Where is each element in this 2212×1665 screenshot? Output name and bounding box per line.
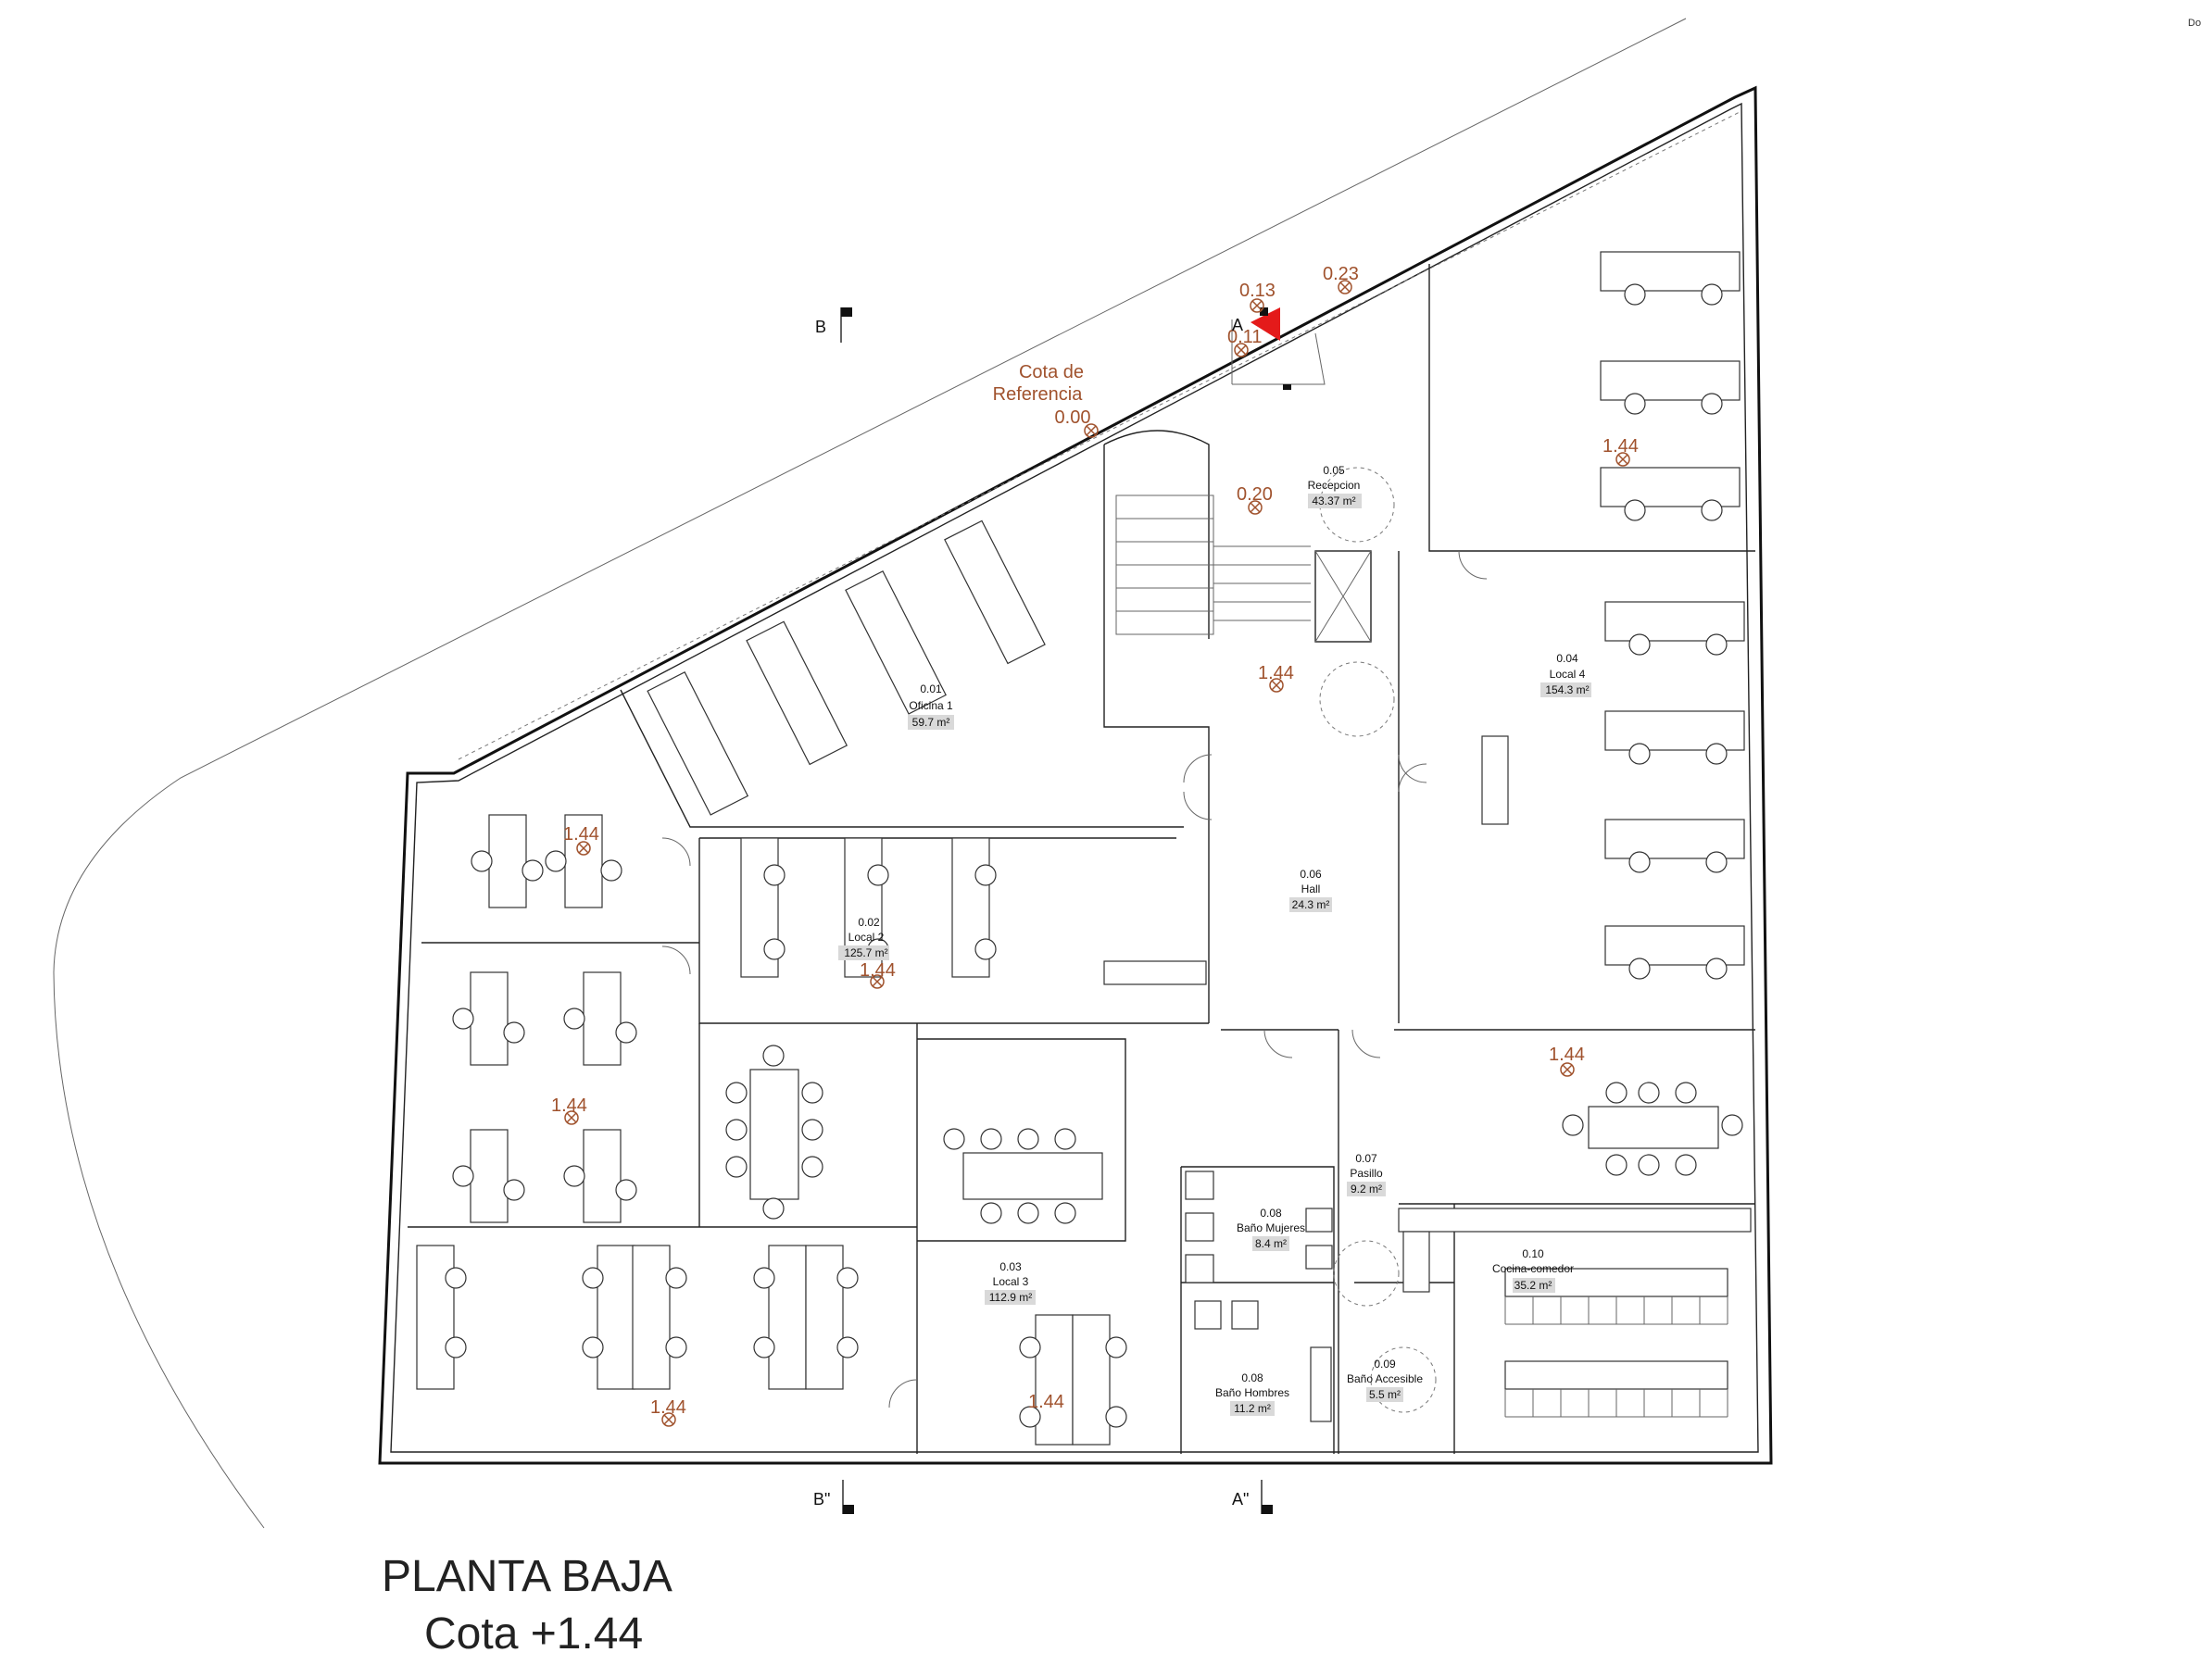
svg-text:43.37 m²: 43.37 m² bbox=[1312, 494, 1355, 507]
doors bbox=[661, 550, 1488, 1408]
svg-text:Cota +1.44: Cota +1.44 bbox=[424, 1609, 643, 1659]
level-marker: 1.44 bbox=[1028, 1392, 1064, 1412]
exterior-walls bbox=[378, 85, 1773, 1465]
room-label-local-4: 0.04 Local 4 154.3 m² bbox=[1540, 652, 1591, 697]
svg-text:B": B" bbox=[813, 1490, 830, 1509]
svg-text:0.05: 0.05 bbox=[1323, 464, 1345, 477]
bathroom-fixtures bbox=[1185, 1171, 1437, 1422]
svg-text:1.44: 1.44 bbox=[1258, 663, 1294, 683]
svg-text:1.44: 1.44 bbox=[551, 1095, 587, 1116]
svg-text:35.2 m²: 35.2 m² bbox=[1514, 1279, 1552, 1292]
room-labels: 0.01 Oficina 1 59.7 m² 0.02 Local 2 125.… bbox=[838, 464, 1591, 1416]
section-marker-a-bottom: A" bbox=[1232, 1480, 1273, 1514]
chairs bbox=[445, 283, 1743, 1428]
svg-text:8.4 m²: 8.4 m² bbox=[1255, 1237, 1287, 1250]
staircase bbox=[1115, 494, 1372, 643]
svg-text:0.08: 0.08 bbox=[1241, 1371, 1263, 1384]
svg-text:59.7 m²: 59.7 m² bbox=[912, 716, 950, 729]
room-label-bano-mujeres: 0.08 Baño Mujeres 8.4 m² bbox=[1237, 1207, 1305, 1251]
svg-text:0.23: 0.23 bbox=[1323, 264, 1359, 284]
svg-text:PLANTA BAJA: PLANTA BAJA bbox=[382, 1552, 672, 1601]
section-marker-b-top: B bbox=[815, 307, 852, 343]
svg-text:0.00: 0.00 bbox=[1055, 407, 1091, 428]
svg-text:0.09: 0.09 bbox=[1374, 1358, 1396, 1371]
svg-text:Baño Accesible: Baño Accesible bbox=[1347, 1372, 1423, 1385]
room-label-cocina-comedor: 0.10 Cocina-comedor 35.2 m² bbox=[1492, 1247, 1574, 1293]
room-label-local-2: 0.02 Local 2 125.7 m² bbox=[838, 916, 889, 960]
level-marker: 1.44 bbox=[563, 824, 599, 856]
svg-text:0.04: 0.04 bbox=[1556, 652, 1578, 665]
svg-text:24.3 m²: 24.3 m² bbox=[1292, 898, 1330, 911]
furniture bbox=[416, 251, 1752, 1446]
svg-text:Baño Mujeres: Baño Mujeres bbox=[1237, 1221, 1305, 1234]
level-marker: 1.44 bbox=[860, 960, 896, 989]
svg-text:Cocina-comedor: Cocina-comedor bbox=[1492, 1262, 1574, 1275]
svg-text:0.20: 0.20 bbox=[1237, 484, 1273, 505]
svg-text:1.44: 1.44 bbox=[860, 960, 896, 981]
svg-text:0.11: 0.11 bbox=[1227, 327, 1262, 347]
svg-text:Pasillo: Pasillo bbox=[1350, 1167, 1383, 1180]
level-marker: 0.23 bbox=[1323, 264, 1359, 294]
svg-text:112.9 m²: 112.9 m² bbox=[989, 1291, 1032, 1304]
svg-text:0.01: 0.01 bbox=[920, 682, 942, 695]
level-marker: 1.44 bbox=[1602, 436, 1639, 467]
level-marker: 1.44 bbox=[551, 1095, 587, 1125]
svg-text:Hall: Hall bbox=[1301, 883, 1321, 895]
dashed-circles bbox=[1319, 467, 1395, 737]
svg-text:5.5 m²: 5.5 m² bbox=[1369, 1388, 1401, 1401]
level-marker: 0.13 bbox=[1239, 281, 1276, 313]
room-label-recepcion: 0.05 Recepcion 43.37 m² bbox=[1308, 464, 1362, 508]
svg-text:B: B bbox=[815, 318, 826, 336]
svg-text:11.2 m²: 11.2 m² bbox=[1234, 1402, 1271, 1415]
svg-text:0.13: 0.13 bbox=[1239, 281, 1276, 301]
plan-title: PLANTA BAJA Cota +1.44 bbox=[382, 1552, 672, 1659]
svg-text:Baño Hombres: Baño Hombres bbox=[1215, 1386, 1289, 1399]
level-marker: 1.44 bbox=[1258, 663, 1294, 693]
room-label-bano-hombres: 0.08 Baño Hombres 11.2 m² bbox=[1215, 1371, 1289, 1416]
section-marker-a-top: A bbox=[1232, 316, 1243, 334]
corner-text: Do bbox=[2188, 18, 2201, 29]
svg-text:0.08: 0.08 bbox=[1260, 1207, 1282, 1220]
svg-text:Recepcion: Recepcion bbox=[1308, 479, 1361, 492]
svg-text:0.02: 0.02 bbox=[858, 916, 880, 929]
svg-text:0.03: 0.03 bbox=[999, 1260, 1022, 1273]
level-marker: 1.44 bbox=[1549, 1045, 1585, 1077]
svg-text:Local 3: Local 3 bbox=[993, 1275, 1029, 1288]
section-marker-b-bottom: B" bbox=[813, 1480, 854, 1514]
svg-text:Referencia: Referencia bbox=[993, 384, 1084, 405]
svg-text:1.44: 1.44 bbox=[1602, 436, 1639, 457]
room-label-oficina-1: 0.01 Oficina 1 59.7 m² bbox=[908, 682, 954, 730]
entrance-level-marker bbox=[1251, 307, 1291, 390]
level-markers: 0.13 0.23 0.11 0.20 1.44 1.44 1.44 1.44 bbox=[551, 264, 1639, 1427]
svg-text:Local 2: Local 2 bbox=[848, 931, 885, 944]
section-markers: B A B" A" bbox=[813, 307, 1273, 1514]
svg-text:1.44: 1.44 bbox=[1028, 1392, 1064, 1412]
svg-text:9.2 m²: 9.2 m² bbox=[1351, 1183, 1382, 1196]
room-label-bano-accesible: 0.09 Baño Accesible 5.5 m² bbox=[1347, 1358, 1423, 1402]
interior-walls bbox=[408, 264, 1755, 1454]
svg-text:154.3 m²: 154.3 m² bbox=[1545, 683, 1589, 696]
level-marker: 1.44 bbox=[650, 1397, 686, 1427]
room-label-local-3: 0.03 Local 3 112.9 m² bbox=[985, 1260, 1036, 1305]
svg-text:Cota de: Cota de bbox=[1019, 362, 1084, 382]
svg-text:Oficina 1: Oficina 1 bbox=[909, 699, 953, 712]
level-marker: 0.20 bbox=[1237, 484, 1273, 515]
svg-text:1.44: 1.44 bbox=[1549, 1045, 1585, 1065]
svg-text:0.06: 0.06 bbox=[1300, 868, 1322, 881]
svg-text:0.10: 0.10 bbox=[1522, 1247, 1544, 1260]
svg-text:125.7 m²: 125.7 m² bbox=[844, 946, 887, 959]
svg-text:A: A bbox=[1232, 316, 1243, 334]
svg-text:A": A" bbox=[1232, 1490, 1249, 1509]
svg-text:Local 4: Local 4 bbox=[1550, 668, 1586, 681]
svg-text:1.44: 1.44 bbox=[650, 1397, 686, 1418]
reference-elevation: Cota de Referencia 0.00 bbox=[993, 362, 1099, 438]
level-marker: 0.11 bbox=[1227, 327, 1262, 357]
svg-text:1.44: 1.44 bbox=[563, 824, 599, 845]
svg-text:0.07: 0.07 bbox=[1355, 1152, 1377, 1165]
room-label-hall: 0.06 Hall 24.3 m² bbox=[1289, 868, 1332, 912]
site-boundary bbox=[53, 18, 1687, 1529]
room-label-pasillo: 0.07 Pasillo 9.2 m² bbox=[1347, 1152, 1386, 1196]
